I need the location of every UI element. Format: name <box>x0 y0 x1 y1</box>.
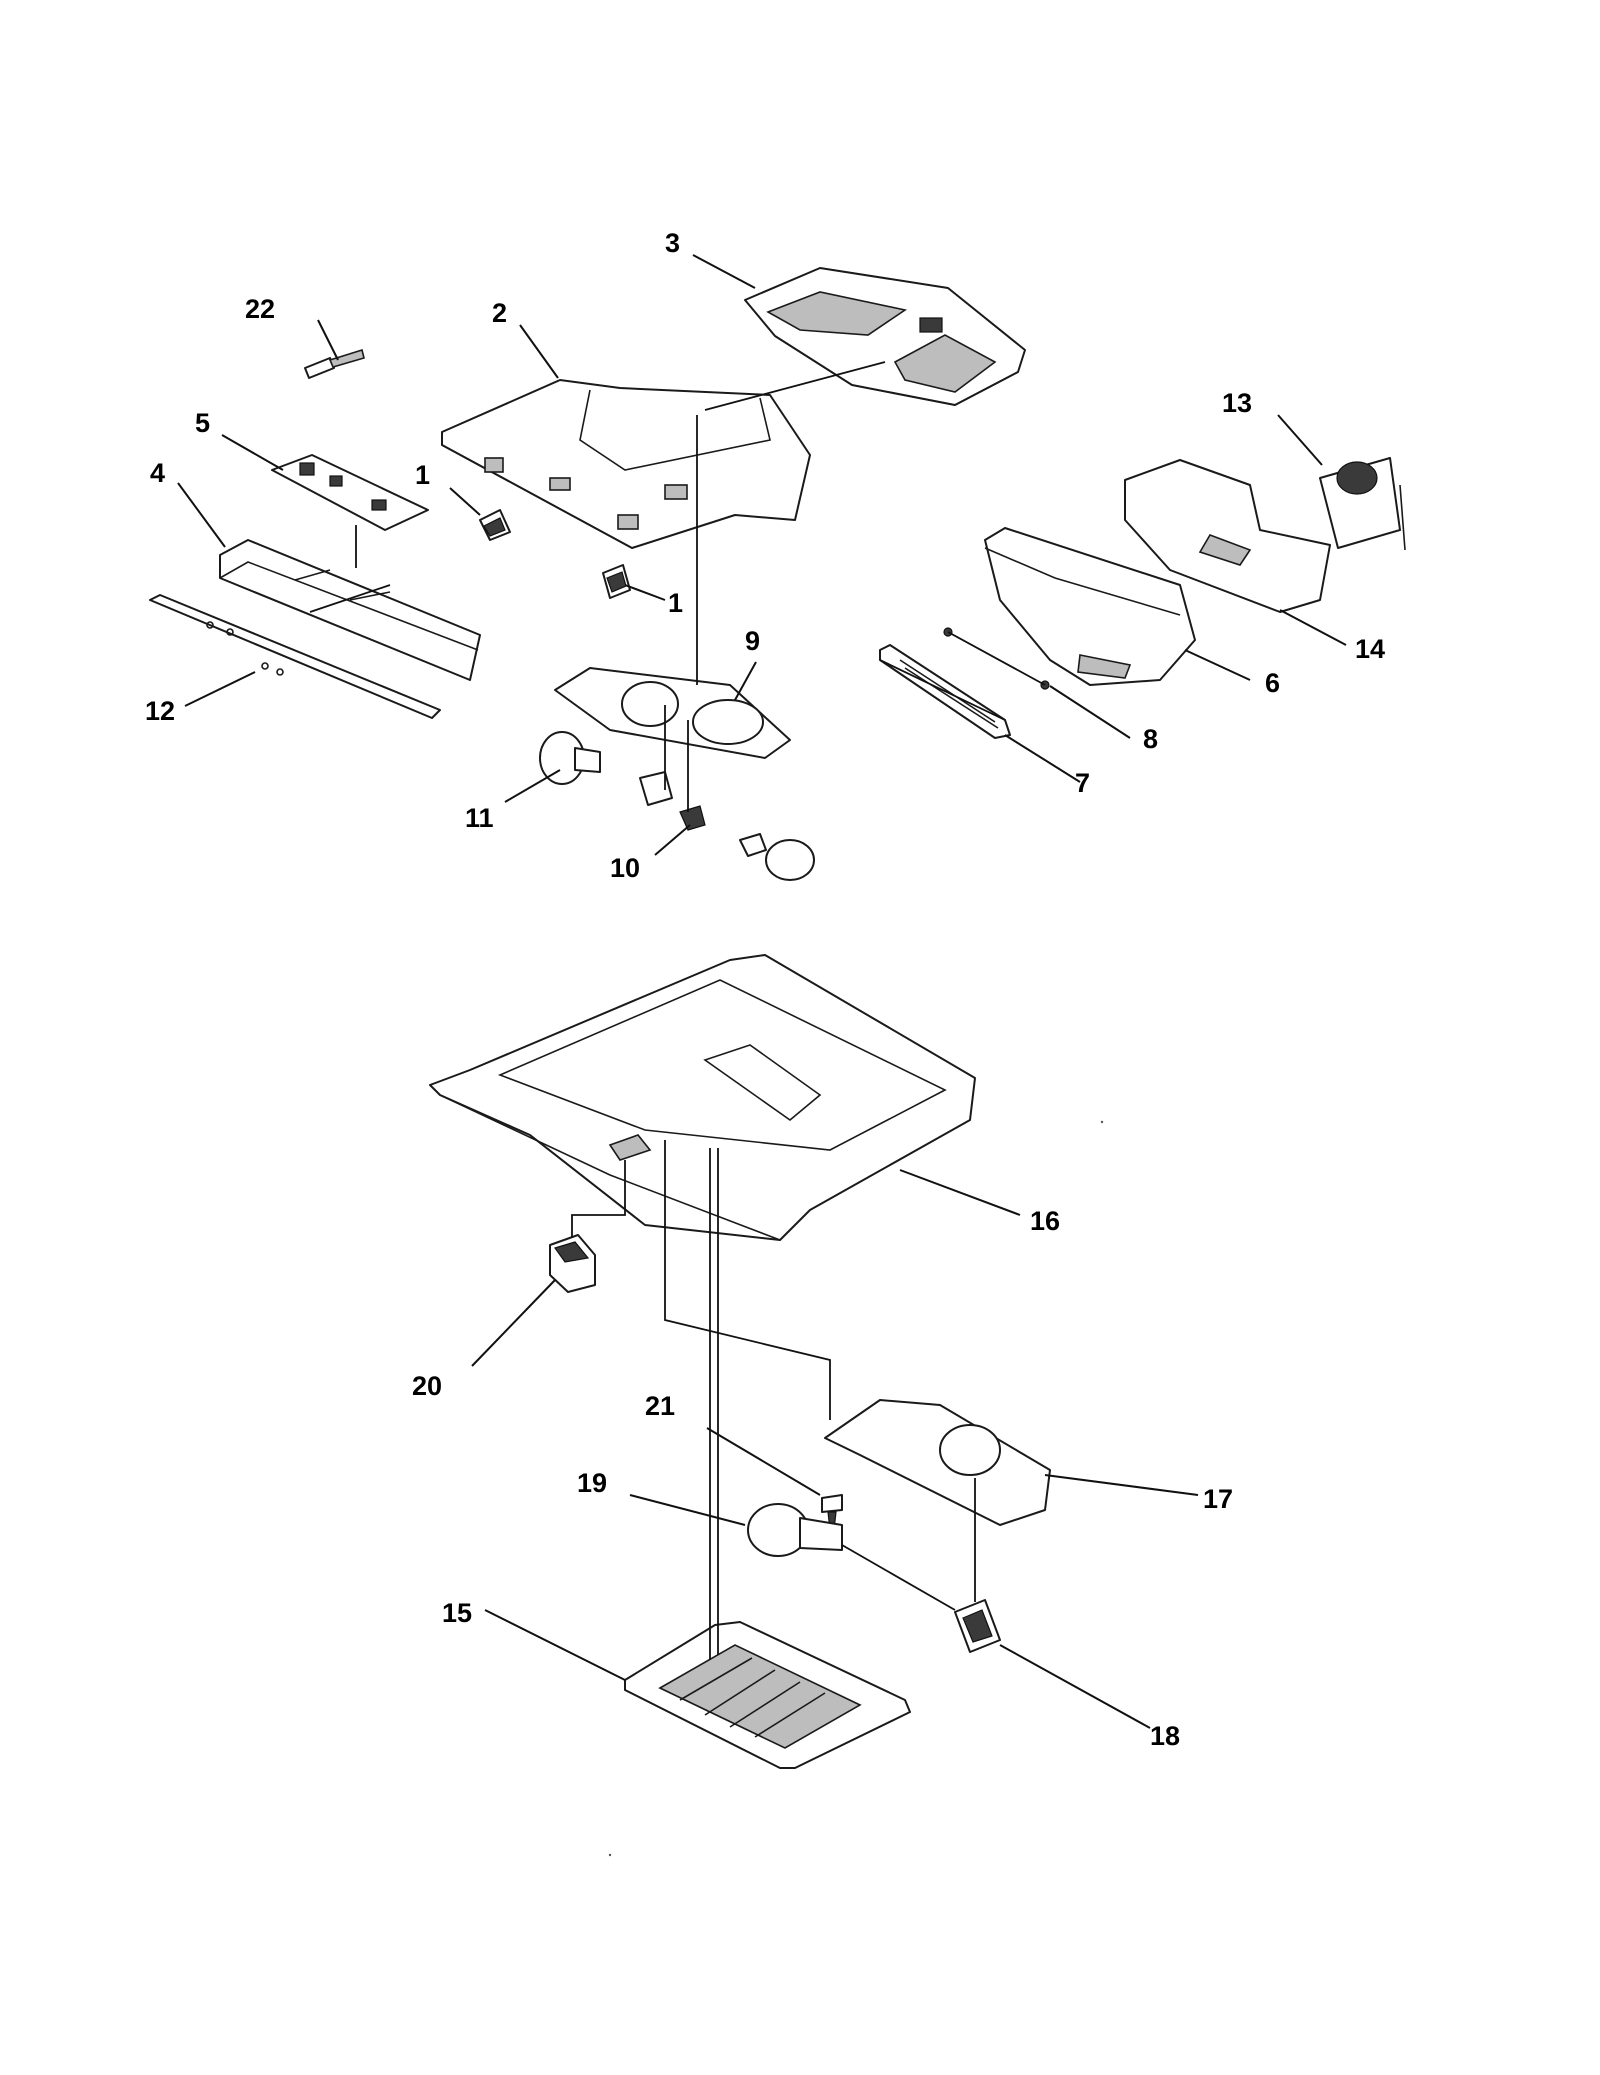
callout-10: 10 <box>610 853 640 883</box>
assembly-guide-lines-upper <box>309 361 1046 812</box>
part-10-lamp-socket <box>639 771 815 881</box>
part-1-switch-b <box>602 564 631 599</box>
callout-labels: 3 2 22 5 4 1 1 12 13 14 6 8 7 9 11 10 16… <box>145 228 1385 1751</box>
callout-5: 5 <box>195 408 210 438</box>
callout-20: 20 <box>412 1371 442 1401</box>
part-11-bulb <box>539 731 601 785</box>
part-20-switch <box>549 1234 596 1293</box>
callout-8: 8 <box>1143 724 1158 754</box>
callout-17: 17 <box>1203 1484 1233 1514</box>
part-19-bulb <box>747 1503 843 1557</box>
callout-11: 11 <box>465 803 494 833</box>
part-6-front-housing <box>984 527 1196 686</box>
callout-22: 22 <box>245 294 275 324</box>
part-18-socket <box>954 1599 1001 1653</box>
part-4-front-bezel <box>219 539 481 681</box>
leader-lines <box>177 254 1347 1729</box>
callout-18: 18 <box>1150 1721 1180 1751</box>
part-15-bottom-grille <box>624 1621 911 1769</box>
scan-speck <box>1100 1120 1104 1124</box>
callout-2: 2 <box>492 298 507 328</box>
callout-14: 14 <box>1355 634 1385 664</box>
callout-19: 19 <box>577 1468 607 1498</box>
callout-1-upper: 1 <box>415 460 430 490</box>
callout-21: 21 <box>645 1391 675 1421</box>
callout-9: 9 <box>745 626 760 656</box>
part-17-lamp-cover <box>824 1399 1051 1526</box>
callout-15: 15 <box>442 1598 472 1628</box>
part-22-pin <box>304 348 365 379</box>
callout-13: 13 <box>1222 388 1252 418</box>
part-16-base-tray <box>429 954 976 1241</box>
callout-6: 6 <box>1265 668 1280 698</box>
part-9-lamp-housing <box>554 667 791 759</box>
callout-3: 3 <box>665 228 680 258</box>
callout-7: 7 <box>1075 768 1090 798</box>
callout-12: 12 <box>145 696 175 726</box>
part-13-motor <box>1319 457 1406 551</box>
callout-16: 16 <box>1030 1206 1060 1236</box>
part-5-control-board <box>271 454 429 531</box>
part-2-main-panel <box>441 379 811 549</box>
assembly-guide-lines-lower <box>571 1140 976 1660</box>
callout-4: 4 <box>150 458 165 488</box>
callout-1-lower: 1 <box>668 588 683 618</box>
part-12-overlay-strip <box>149 594 441 719</box>
part-3-top-cover <box>744 267 1026 406</box>
part-1-switch-a <box>479 509 511 541</box>
scan-speck <box>608 1853 612 1857</box>
part-14-housing <box>1124 459 1331 613</box>
